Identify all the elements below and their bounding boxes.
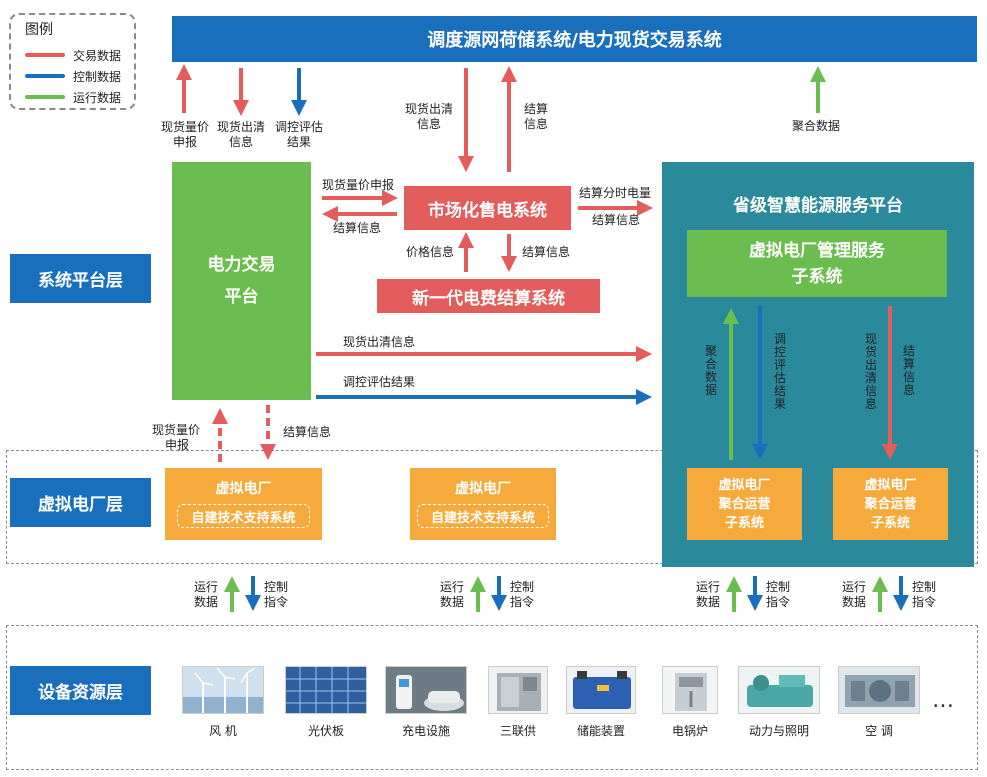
label-v-agg: 聚合数据 — [704, 344, 717, 397]
vpp-layer-frame — [6, 450, 978, 564]
provincial-platform-title: 省级智慧能源服务平台 — [733, 196, 903, 216]
device-layer-frame — [6, 625, 978, 770]
layer-label-vpp: 虚拟电厂层 — [10, 478, 151, 527]
vpp-aggregation-subsystem: 虚拟电厂 聚合运营 子系统 — [687, 468, 802, 540]
vpp-management-subsystem: 虚拟电厂管理服务 子系统 — [687, 230, 947, 297]
wind-turbine-icon — [182, 666, 264, 714]
legend-label: 运行数据 — [73, 90, 122, 105]
green-line-icon — [25, 95, 65, 99]
legend-title: 图例 — [25, 22, 53, 38]
device-label: 风 机 — [209, 724, 237, 738]
device-label: 空 调 — [865, 724, 893, 738]
agg-line: 子系统 — [870, 515, 910, 531]
agg-line: 子系统 — [724, 515, 764, 531]
label-v-settle: 结算信息 — [902, 344, 915, 397]
legend-item-control: 控制数据 — [25, 68, 121, 84]
io-ctrl-label: 控制指令 — [264, 580, 289, 609]
vpp-box-title: 虚拟电厂 — [215, 481, 272, 497]
io-ctrl-label: 控制指令 — [766, 580, 791, 609]
layer-label-platform: 系统平台层 — [10, 254, 151, 303]
blue-line-icon — [25, 74, 65, 78]
label-long-eval: 调控评估结果 — [343, 375, 416, 389]
label-v-eval: 调控评估结果 — [773, 332, 786, 411]
legend-label: 交易数据 — [73, 48, 122, 63]
legend-label: 控制数据 — [73, 69, 122, 84]
top-system-bar: 调度源网荷储系统/电力现货交易系统 — [172, 16, 977, 62]
air-conditioner-icon — [838, 666, 920, 714]
label-vpp-settle: 结算信息 — [283, 425, 332, 439]
device-label: 三联供 — [499, 724, 536, 738]
vpp-aggregation-subsystem: 虚拟电厂 聚合运营 子系统 — [833, 468, 948, 540]
label-mid-settle: 结算信息 — [523, 102, 548, 131]
vpp-box-subsystem: 自建技术支持系统 — [177, 504, 310, 528]
legend: 图例 交易数据 控制数据 运行数据 — [9, 13, 136, 110]
io-run-label: 运行数据 — [842, 580, 867, 609]
device-label: 充电设施 — [401, 724, 450, 738]
label-vpp-bid: 现货量价申报 — [152, 423, 201, 452]
io-arrows — [224, 576, 909, 612]
more-ellipsis: … — [932, 688, 954, 713]
power-trading-platform: 电力交易 平台 — [172, 162, 311, 400]
io-ctrl-label: 控制指令 — [912, 580, 937, 609]
red-line-icon — [25, 53, 65, 57]
io-run-label: 运行数据 — [194, 580, 219, 609]
label-price-info: 价格信息 — [406, 245, 455, 259]
label-market-out-1: 结算分时电量 — [579, 186, 652, 200]
label-agg-data: 聚合数据 — [792, 119, 841, 133]
agg-line: 虚拟电厂 — [864, 477, 917, 493]
io-ctrl-label: 控制指令 — [510, 580, 535, 609]
cchp-unit-icon — [488, 666, 548, 714]
device-label: 光伏板 — [307, 724, 344, 738]
legend-item-run: 运行数据 — [25, 89, 121, 105]
vpp-box-title: 虚拟电厂 — [455, 481, 511, 497]
label-market-bid: 现货量价申报 — [322, 178, 395, 192]
io-run-label: 运行数据 — [440, 580, 465, 609]
label-v-clear: 现货出清信息 — [864, 332, 877, 411]
agg-line: 虚拟电厂 — [718, 477, 771, 493]
device-label: 储能装置 — [576, 724, 625, 738]
agg-line: 聚合运营 — [864, 496, 917, 512]
label-settle-info: 结算信息 — [522, 245, 571, 259]
label-dispatch-eval: 调控评估结果 — [274, 120, 323, 149]
billing-settlement-system: 新一代电费结算系统 — [377, 279, 600, 313]
vpp-box: 虚拟电厂 自建技术支持系统 — [410, 468, 556, 540]
label-market-settle: 结算信息 — [333, 221, 382, 235]
solar-panel-icon — [285, 666, 367, 714]
label-long-clear: 现货出清信息 — [343, 335, 416, 349]
label-spot-bid: 现货量价申报 — [160, 120, 209, 149]
market-sales-system: 市场化售电系统 — [404, 186, 571, 230]
vpp-box-subsystem: 自建技术支持系统 — [417, 504, 549, 528]
label-spot-clear: 现货出清信息 — [216, 120, 265, 149]
trading-platform-line1: 电力交易 — [207, 255, 276, 275]
agg-line: 聚合运营 — [718, 496, 771, 512]
vpp-box: 虚拟电厂 自建技术支持系统 — [165, 468, 322, 540]
device-label: 电锅炉 — [671, 724, 708, 738]
vpp-mgmt-line2: 子系统 — [791, 266, 843, 287]
trading-platform-line2: 平台 — [224, 287, 259, 307]
vpp-mgmt-line1: 虚拟电厂管理服务 — [749, 240, 885, 261]
label-market-out-2: 结算信息 — [592, 213, 641, 227]
layer-label-device: 设备资源层 — [10, 666, 151, 715]
device-label: 动力与照明 — [748, 724, 809, 738]
charging-station-icon — [385, 666, 467, 714]
label-mid-clear: 现货出清信息 — [404, 102, 453, 131]
power-lighting-icon — [738, 666, 820, 714]
legend-item-trade: 交易数据 — [25, 47, 121, 63]
battery-storage-icon — [566, 666, 636, 714]
electric-boiler-icon — [662, 666, 718, 714]
io-run-label: 运行数据 — [696, 580, 721, 609]
